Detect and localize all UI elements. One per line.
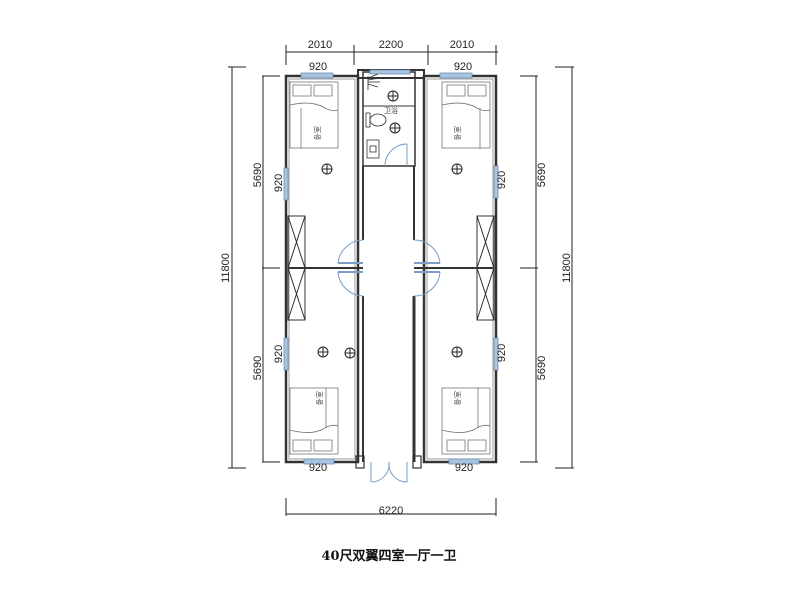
dim-window-bottom-right: 920	[455, 462, 473, 474]
dim-window-side-right-upper: 920	[496, 171, 508, 189]
door-bedroom-lower-right	[413, 271, 441, 297]
door-bathroom	[384, 143, 408, 167]
dim-window-side-right-lower: 920	[496, 344, 508, 362]
dim-window-side-left-lower: 920	[273, 345, 285, 363]
dim-top-right: 2010	[450, 39, 474, 51]
window-side-left-upper	[283, 167, 289, 201]
bathroom-label: 卫浴	[384, 106, 398, 115]
light-icon	[317, 346, 329, 358]
door-entrance	[370, 461, 408, 483]
dim-top-left: 2010	[308, 39, 332, 51]
dim-left-upper: 5690	[252, 163, 264, 187]
beds	[289, 81, 491, 455]
window-top-left	[300, 72, 334, 79]
bedroom-label: 卧室	[313, 126, 322, 140]
dimension-lines	[228, 45, 574, 516]
sink-icon	[366, 139, 380, 159]
wardrobes	[287, 215, 495, 321]
light-icon	[451, 163, 463, 175]
door-bedroom-upper-left	[337, 239, 364, 264]
bed-bottom-right	[441, 387, 491, 455]
light-icon	[344, 347, 356, 359]
bedroom-label: 卧室	[453, 391, 462, 405]
window-top-bath	[369, 69, 411, 75]
room-labels: 卧室 卧室 卧室 卧室 卫浴	[313, 106, 462, 405]
light-icon	[451, 346, 463, 358]
dim-right-lower: 5690	[536, 356, 548, 380]
door-bedroom-upper-right	[413, 239, 441, 264]
window-side-right-lower	[493, 337, 499, 371]
bed-top-right	[441, 81, 491, 149]
light-icon	[387, 90, 399, 102]
dim-left-total: 11800	[220, 253, 232, 283]
dim-window-top-right: 920	[454, 61, 472, 73]
light-icon	[321, 163, 333, 175]
dimension-labels: 2010 2200 2010 920 920 920 920 6220 1180…	[220, 39, 573, 517]
dim-top-center: 2200	[379, 39, 403, 51]
windows	[283, 69, 499, 465]
bedroom-label: 卧室	[315, 391, 324, 405]
dim-window-top-left: 920	[309, 61, 327, 73]
doors	[337, 143, 441, 483]
dim-left-lower: 5690	[252, 356, 264, 380]
door-bedroom-lower-left	[337, 271, 364, 297]
shower-icon	[367, 73, 381, 90]
bedroom-label: 卧室	[453, 126, 462, 140]
window-side-left-lower	[283, 337, 289, 371]
bathroom-fixtures	[365, 73, 387, 159]
light-icon	[389, 122, 401, 134]
dim-right-upper: 5690	[536, 163, 548, 187]
bed-bottom-left	[289, 387, 339, 455]
window-bottom-left	[303, 458, 335, 465]
ceiling-lights	[317, 90, 463, 359]
dim-right-total: 11800	[561, 253, 573, 283]
dim-window-side-left-upper: 920	[273, 174, 285, 192]
window-side-right-upper	[493, 165, 499, 199]
bed-top-left	[289, 81, 339, 149]
toilet-icon	[365, 112, 387, 128]
window-bottom-right	[448, 458, 480, 465]
window-top-right	[439, 72, 473, 79]
dim-window-bottom-left: 920	[309, 462, 327, 474]
plan-title: 40尺双翼四室一厅一卫	[321, 548, 456, 564]
dim-bottom-total: 6220	[379, 505, 403, 517]
